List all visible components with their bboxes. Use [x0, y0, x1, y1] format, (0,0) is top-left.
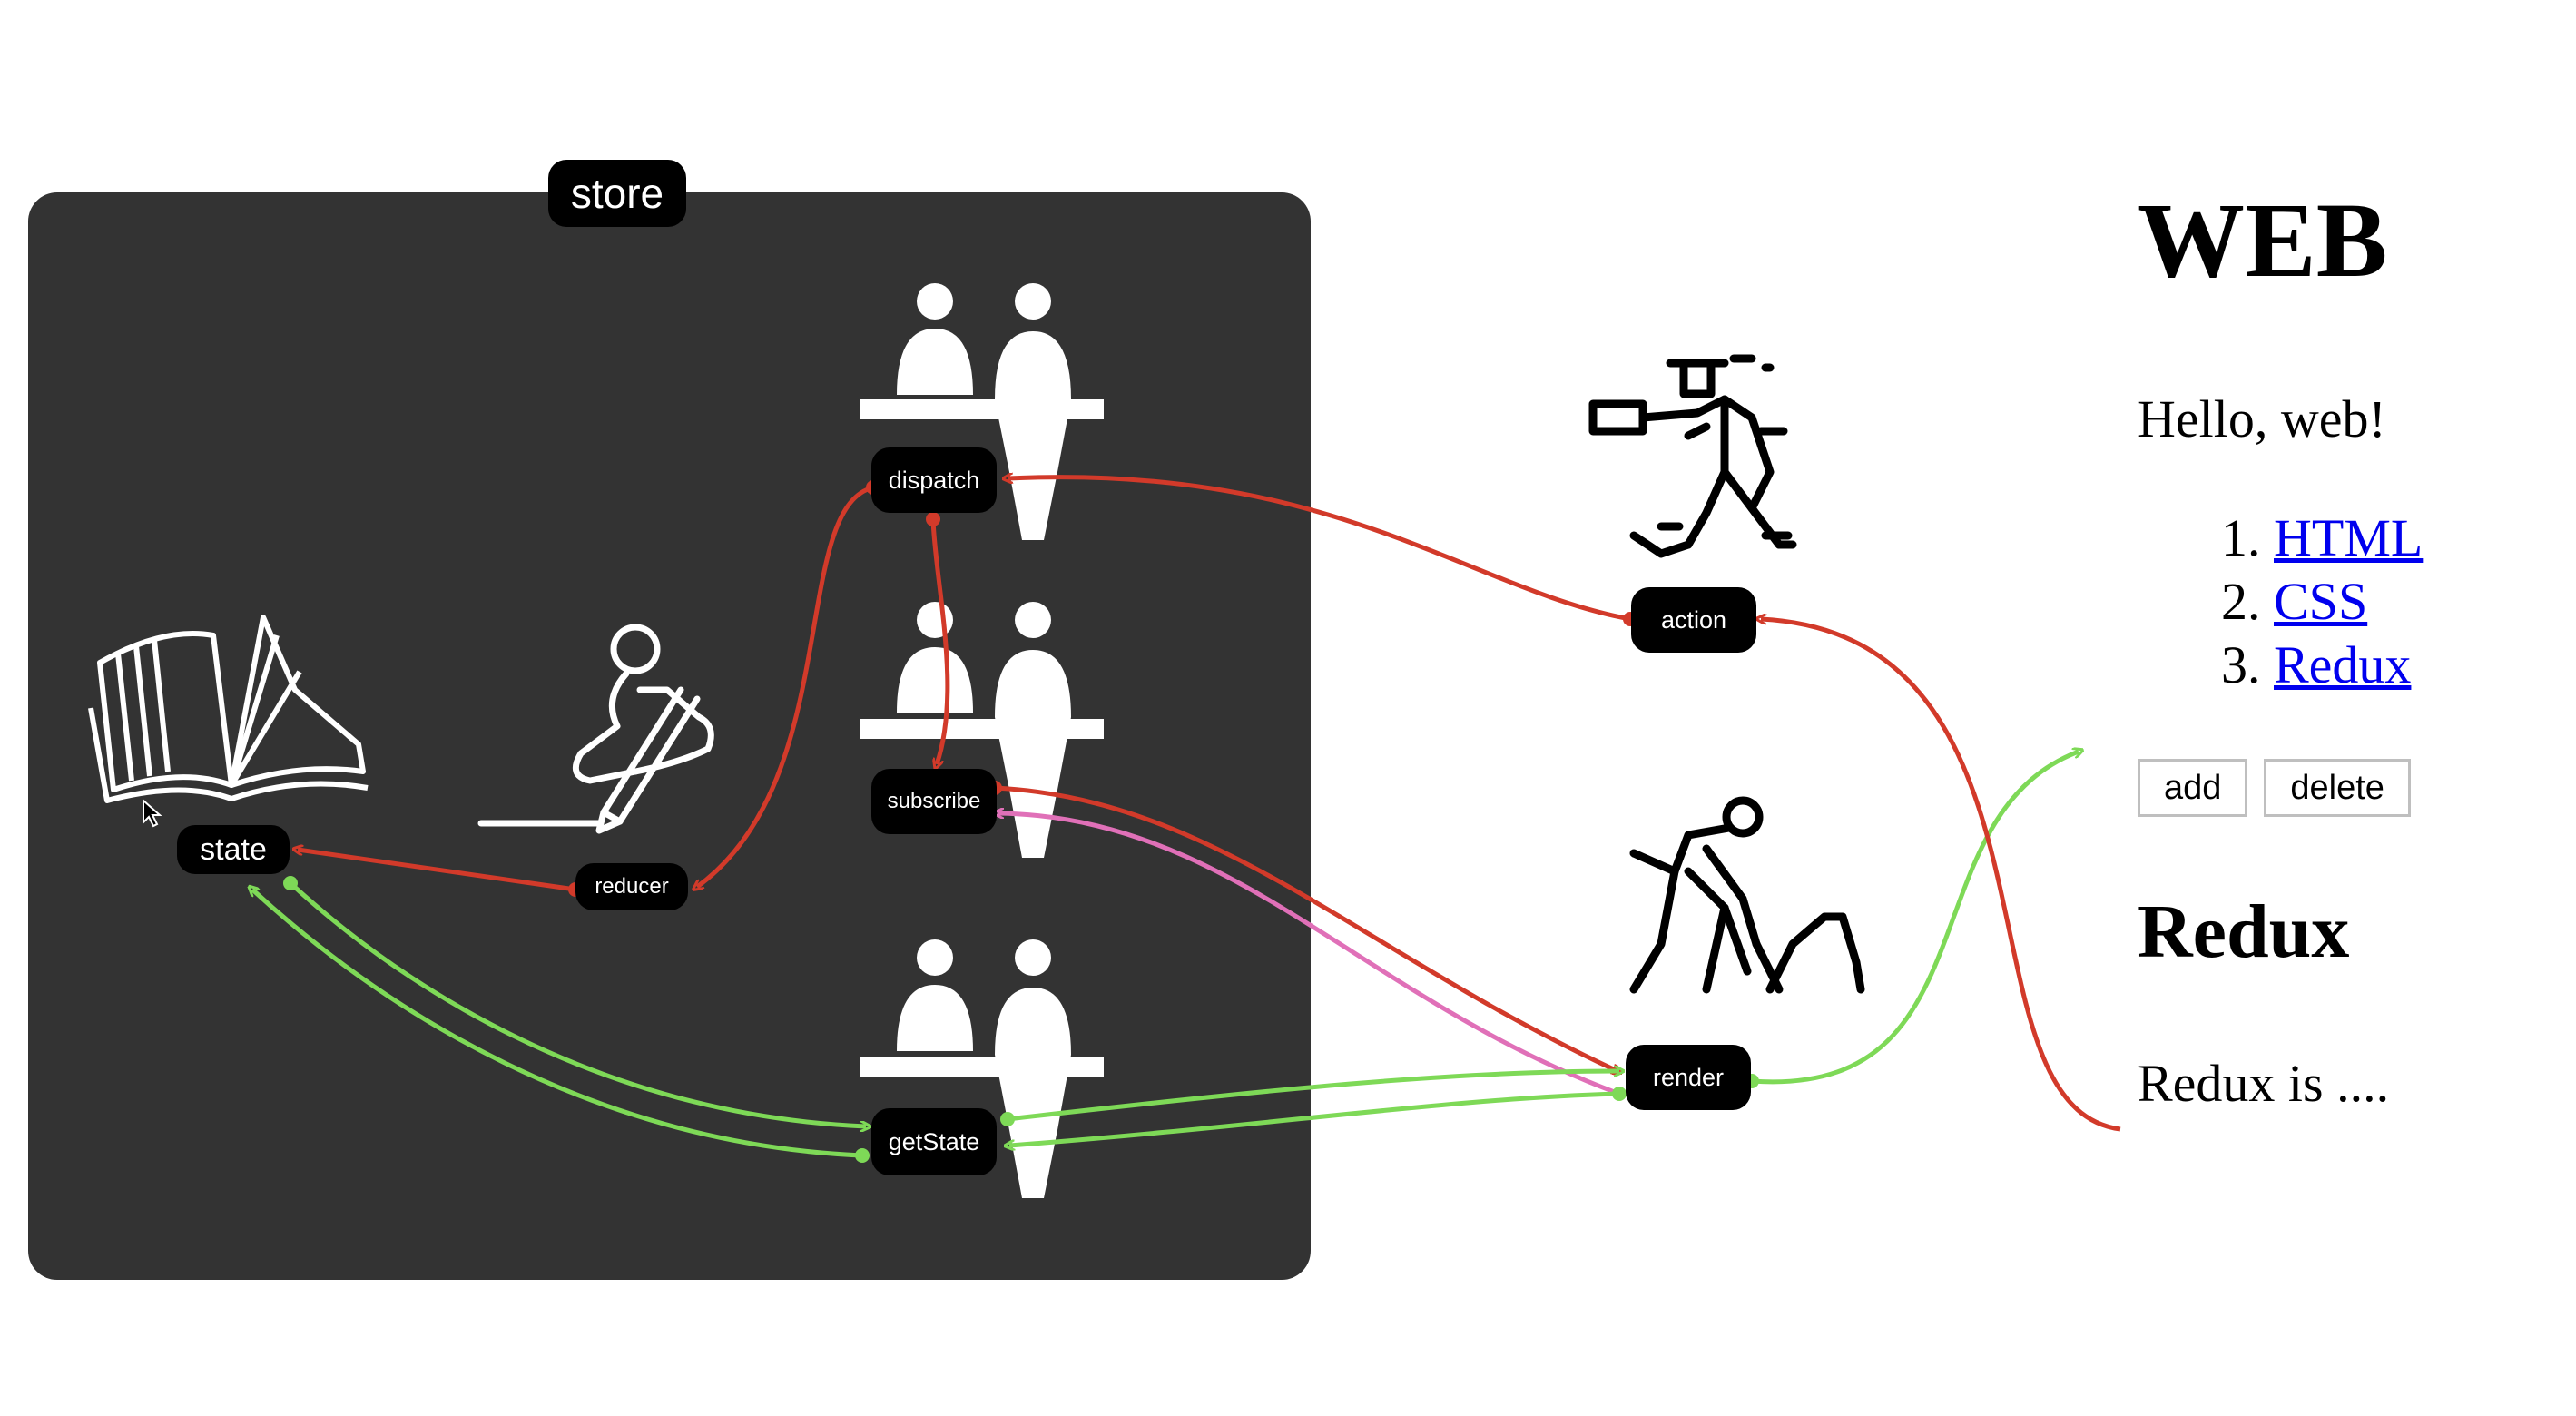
arrow-dispatch-to-subscribe: [930, 518, 950, 764]
arrow-action-to-dispatch: [1008, 477, 1631, 622]
action-label: action: [1631, 587, 1756, 653]
delete-button[interactable]: delete: [2264, 759, 2411, 817]
counter-clerk-icon-subscribe: [860, 602, 1104, 858]
render-label: render: [1626, 1045, 1751, 1110]
arrow-web-to-action: [1761, 619, 2121, 1132]
arrow-getstate-to-render: [1007, 1071, 1619, 1122]
cursor-icon: [143, 798, 162, 828]
dot-getstate-right: [1000, 1112, 1015, 1126]
link-css[interactable]: CSS: [2274, 572, 2368, 631]
delivery-courier-icon: [1588, 354, 1797, 558]
arrow-render-to-getstate: [1009, 1091, 1620, 1146]
list-item: HTML: [2274, 506, 2423, 570]
topic-list: HTML CSS Redux: [2219, 506, 2423, 697]
list-item: CSS: [2274, 570, 2423, 634]
arrow-reducer-to-state: [298, 850, 576, 892]
dot-getstate-left: [855, 1148, 870, 1163]
store-label: store: [548, 160, 686, 227]
arrow-state-to-getstate: [289, 881, 866, 1126]
worker-shovel-icon: [1629, 796, 1865, 994]
dot-dispatch-bottom: [926, 512, 940, 526]
link-html[interactable]: HTML: [2274, 508, 2424, 567]
getstate-label: getState: [871, 1108, 997, 1175]
subscribe-label: subscribe: [871, 769, 997, 834]
book-icon: [88, 615, 369, 803]
arrow-dispatch-to-reducer: [697, 485, 874, 887]
counter-clerk-icon-dispatch: [860, 283, 1104, 540]
arrow-render-to-web: [1751, 752, 2079, 1085]
state-label: state: [177, 825, 290, 874]
writer-icon: [477, 624, 714, 834]
arrow-subscribe-to-render: [994, 785, 1617, 1071]
dispatch-label: dispatch: [871, 447, 997, 513]
add-button[interactable]: add: [2138, 759, 2248, 817]
page-title: WEB: [2138, 181, 2388, 300]
arrow-getstate-to-state: [252, 890, 863, 1158]
greeting-text: Hello, web!: [2138, 389, 2386, 448]
reducer-label: reducer: [575, 863, 688, 910]
section-title: Redux: [2138, 890, 2350, 974]
section-text: Redux is ....: [2138, 1054, 2390, 1113]
list-item: Redux: [2274, 634, 2423, 697]
dot-state: [283, 876, 298, 890]
web-page-preview: WEB Hello, web! HTML CSS Redux add delet…: [2138, 0, 2555, 1416]
link-redux[interactable]: Redux: [2274, 635, 2412, 694]
arrow-render-to-subscribe: [998, 813, 1620, 1096]
button-group: add delete: [2138, 759, 2411, 817]
